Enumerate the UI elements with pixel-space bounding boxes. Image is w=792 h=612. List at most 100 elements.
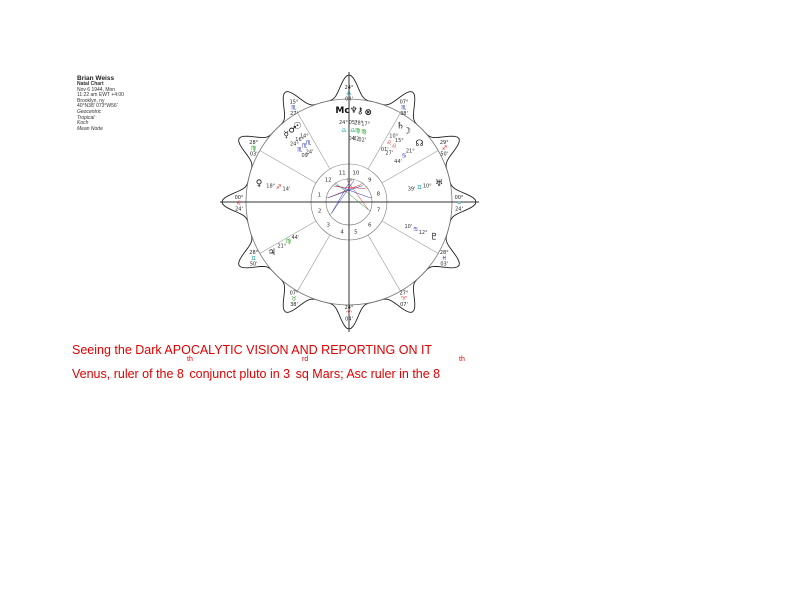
cusp-degree: 07° <box>400 100 409 106</box>
cusp-minutes: 27' <box>290 111 298 117</box>
planet-tick <box>364 186 368 189</box>
cusp-minutes: 50' <box>250 262 258 268</box>
planet-position-part: 10' <box>404 224 412 230</box>
planet-glyph: ♀ <box>256 179 263 189</box>
cusp-label-9: 28°♊50' <box>249 250 258 268</box>
planet-position-part: 28° <box>354 121 363 127</box>
aspect-line-1 <box>328 184 361 198</box>
planet-position-part: ♍ <box>355 128 360 135</box>
chart-info-block: Brian Weiss Natal Chart Nov 6 1944, Mon … <box>77 75 157 132</box>
planet-0: ♃21°♍44' <box>268 213 332 258</box>
house-number-12: 12 <box>325 178 332 184</box>
aspect-line-0 <box>331 180 351 214</box>
house-cusp-line-9 <box>367 112 401 170</box>
planet-13: ♇12°♋10' <box>368 209 438 242</box>
planet-position-part: 24' <box>306 150 314 156</box>
birth-place: Brooklyn, ny <box>77 97 105 104</box>
house-number-4: 4 <box>340 230 344 236</box>
cusp-label-10: 00°♌24' <box>235 195 244 213</box>
planet-position-part: 39' <box>408 187 416 193</box>
caption-superscript-rd: rd <box>302 356 309 363</box>
planet-7: ⚷28°♍42' <box>351 107 364 182</box>
chart-type: Natal Chart <box>77 81 104 87</box>
house-number-5: 5 <box>354 230 358 236</box>
cusp-sign-glyph: ♌ <box>236 200 241 207</box>
cusp-label-3: 29°♐50' <box>440 140 449 158</box>
planet-position-part: ♋ <box>401 153 406 160</box>
planet-glyph: ♄ <box>396 122 404 132</box>
planet-position-part: ♎ <box>350 127 355 134</box>
cusp-label-2: 07°♏38' <box>400 100 409 118</box>
cusp-sign-glyph: ♏ <box>291 105 297 112</box>
cusp-degree: 00° <box>235 195 244 201</box>
planet-position-part: 21° <box>277 244 286 250</box>
cusp-minutes: 24' <box>235 207 243 213</box>
cusp-degree: 15° <box>290 100 299 106</box>
caption-superscript-th-1: th <box>187 356 193 363</box>
cusp-degree: 07° <box>290 290 299 296</box>
planet-position-part: 12° <box>419 230 428 236</box>
cusp-sign-glyph: ♏ <box>401 105 407 112</box>
planet-glyph: ☿ <box>283 131 289 141</box>
house-number-9: 9 <box>368 178 372 184</box>
house-cusp-line-6 <box>381 220 439 254</box>
planet-position-part: 05° <box>349 120 358 126</box>
house-cusp-line-12 <box>259 150 317 184</box>
planet-4: ☿24°♏09' <box>283 131 335 187</box>
house-number-6: 6 <box>368 222 372 228</box>
planet-position-part: ♊ <box>417 184 422 191</box>
cusp-degree: 24° <box>345 305 354 311</box>
cusp-degree: 27° <box>400 290 409 296</box>
planet-tick <box>335 181 338 185</box>
setting-node-type: Mean Node <box>77 125 103 132</box>
cusp-label-6: 27°♈07' <box>400 290 409 308</box>
house-number-1: 1 <box>318 193 322 199</box>
planet-position-part: 01' <box>381 147 389 153</box>
planet-glyph: ♇ <box>430 232 438 242</box>
planet-glyph: ♃ <box>268 248 276 258</box>
birth-coords: 40°N38' 073°W56' <box>77 103 118 110</box>
planet-position-part: 44' <box>394 159 402 165</box>
cusp-minutes: 04' <box>345 97 353 103</box>
cusp-label-1: 24°♎04' <box>345 85 354 103</box>
planet-tick <box>328 213 332 216</box>
planet-position-part: 27' <box>385 150 393 156</box>
planet-glyph: ☊ <box>415 139 423 149</box>
planet-9: ♄10°♌01' <box>360 122 404 185</box>
planet-glyph: ⊗ <box>364 108 372 118</box>
planet-position-part: ♏ <box>306 139 312 146</box>
setting-zodiac-center: Geocentric <box>77 108 102 115</box>
house-number-10: 10 <box>352 170 359 176</box>
house-cusp-line-2 <box>259 220 317 254</box>
caption-part-b: conjunct pluto in 3 <box>189 367 291 381</box>
planet-position-part: 24° <box>290 141 299 147</box>
planet-12: ♅10°♊39' <box>369 179 443 198</box>
planet-position-part: 10° <box>389 134 398 140</box>
cusp-label-8: 07°♉38' <box>290 290 299 308</box>
planet-position-part: ♐ <box>276 184 281 191</box>
planet-position-part: 24° <box>339 120 348 126</box>
house-cusp-line-8 <box>381 150 439 184</box>
house-cusp-line-11 <box>297 112 331 170</box>
cusp-minutes: 03' <box>250 152 258 158</box>
cusp-sign-glyph: ♒ <box>456 200 461 207</box>
planet-position-part: 17° <box>361 122 370 128</box>
planet-glyph: ☉ <box>294 122 302 132</box>
house-cusp-lines <box>220 72 479 332</box>
planet-glyph: ♆ <box>350 106 358 116</box>
house-number-8: 8 <box>377 192 381 198</box>
cusp-sign-glyph: ♊ <box>251 255 256 262</box>
cusp-minutes: 07' <box>400 302 408 308</box>
planet-1: ♀18°♐14' <box>256 179 329 198</box>
cusp-minutes: 04' <box>345 317 353 323</box>
cusp-sign-glyph: ♈ <box>346 310 352 317</box>
caption-part-c: sq Mars; Asc ruler in the 8 <box>295 367 441 381</box>
planet-glyph: ♅ <box>435 179 443 189</box>
aspect-line-4 <box>334 186 366 189</box>
cusp-sign-glyph: ♍ <box>251 145 256 152</box>
cusp-label-7: 24°♈04' <box>345 305 354 323</box>
cusp-minutes: 03' <box>440 262 448 268</box>
planet-tick <box>368 209 372 212</box>
